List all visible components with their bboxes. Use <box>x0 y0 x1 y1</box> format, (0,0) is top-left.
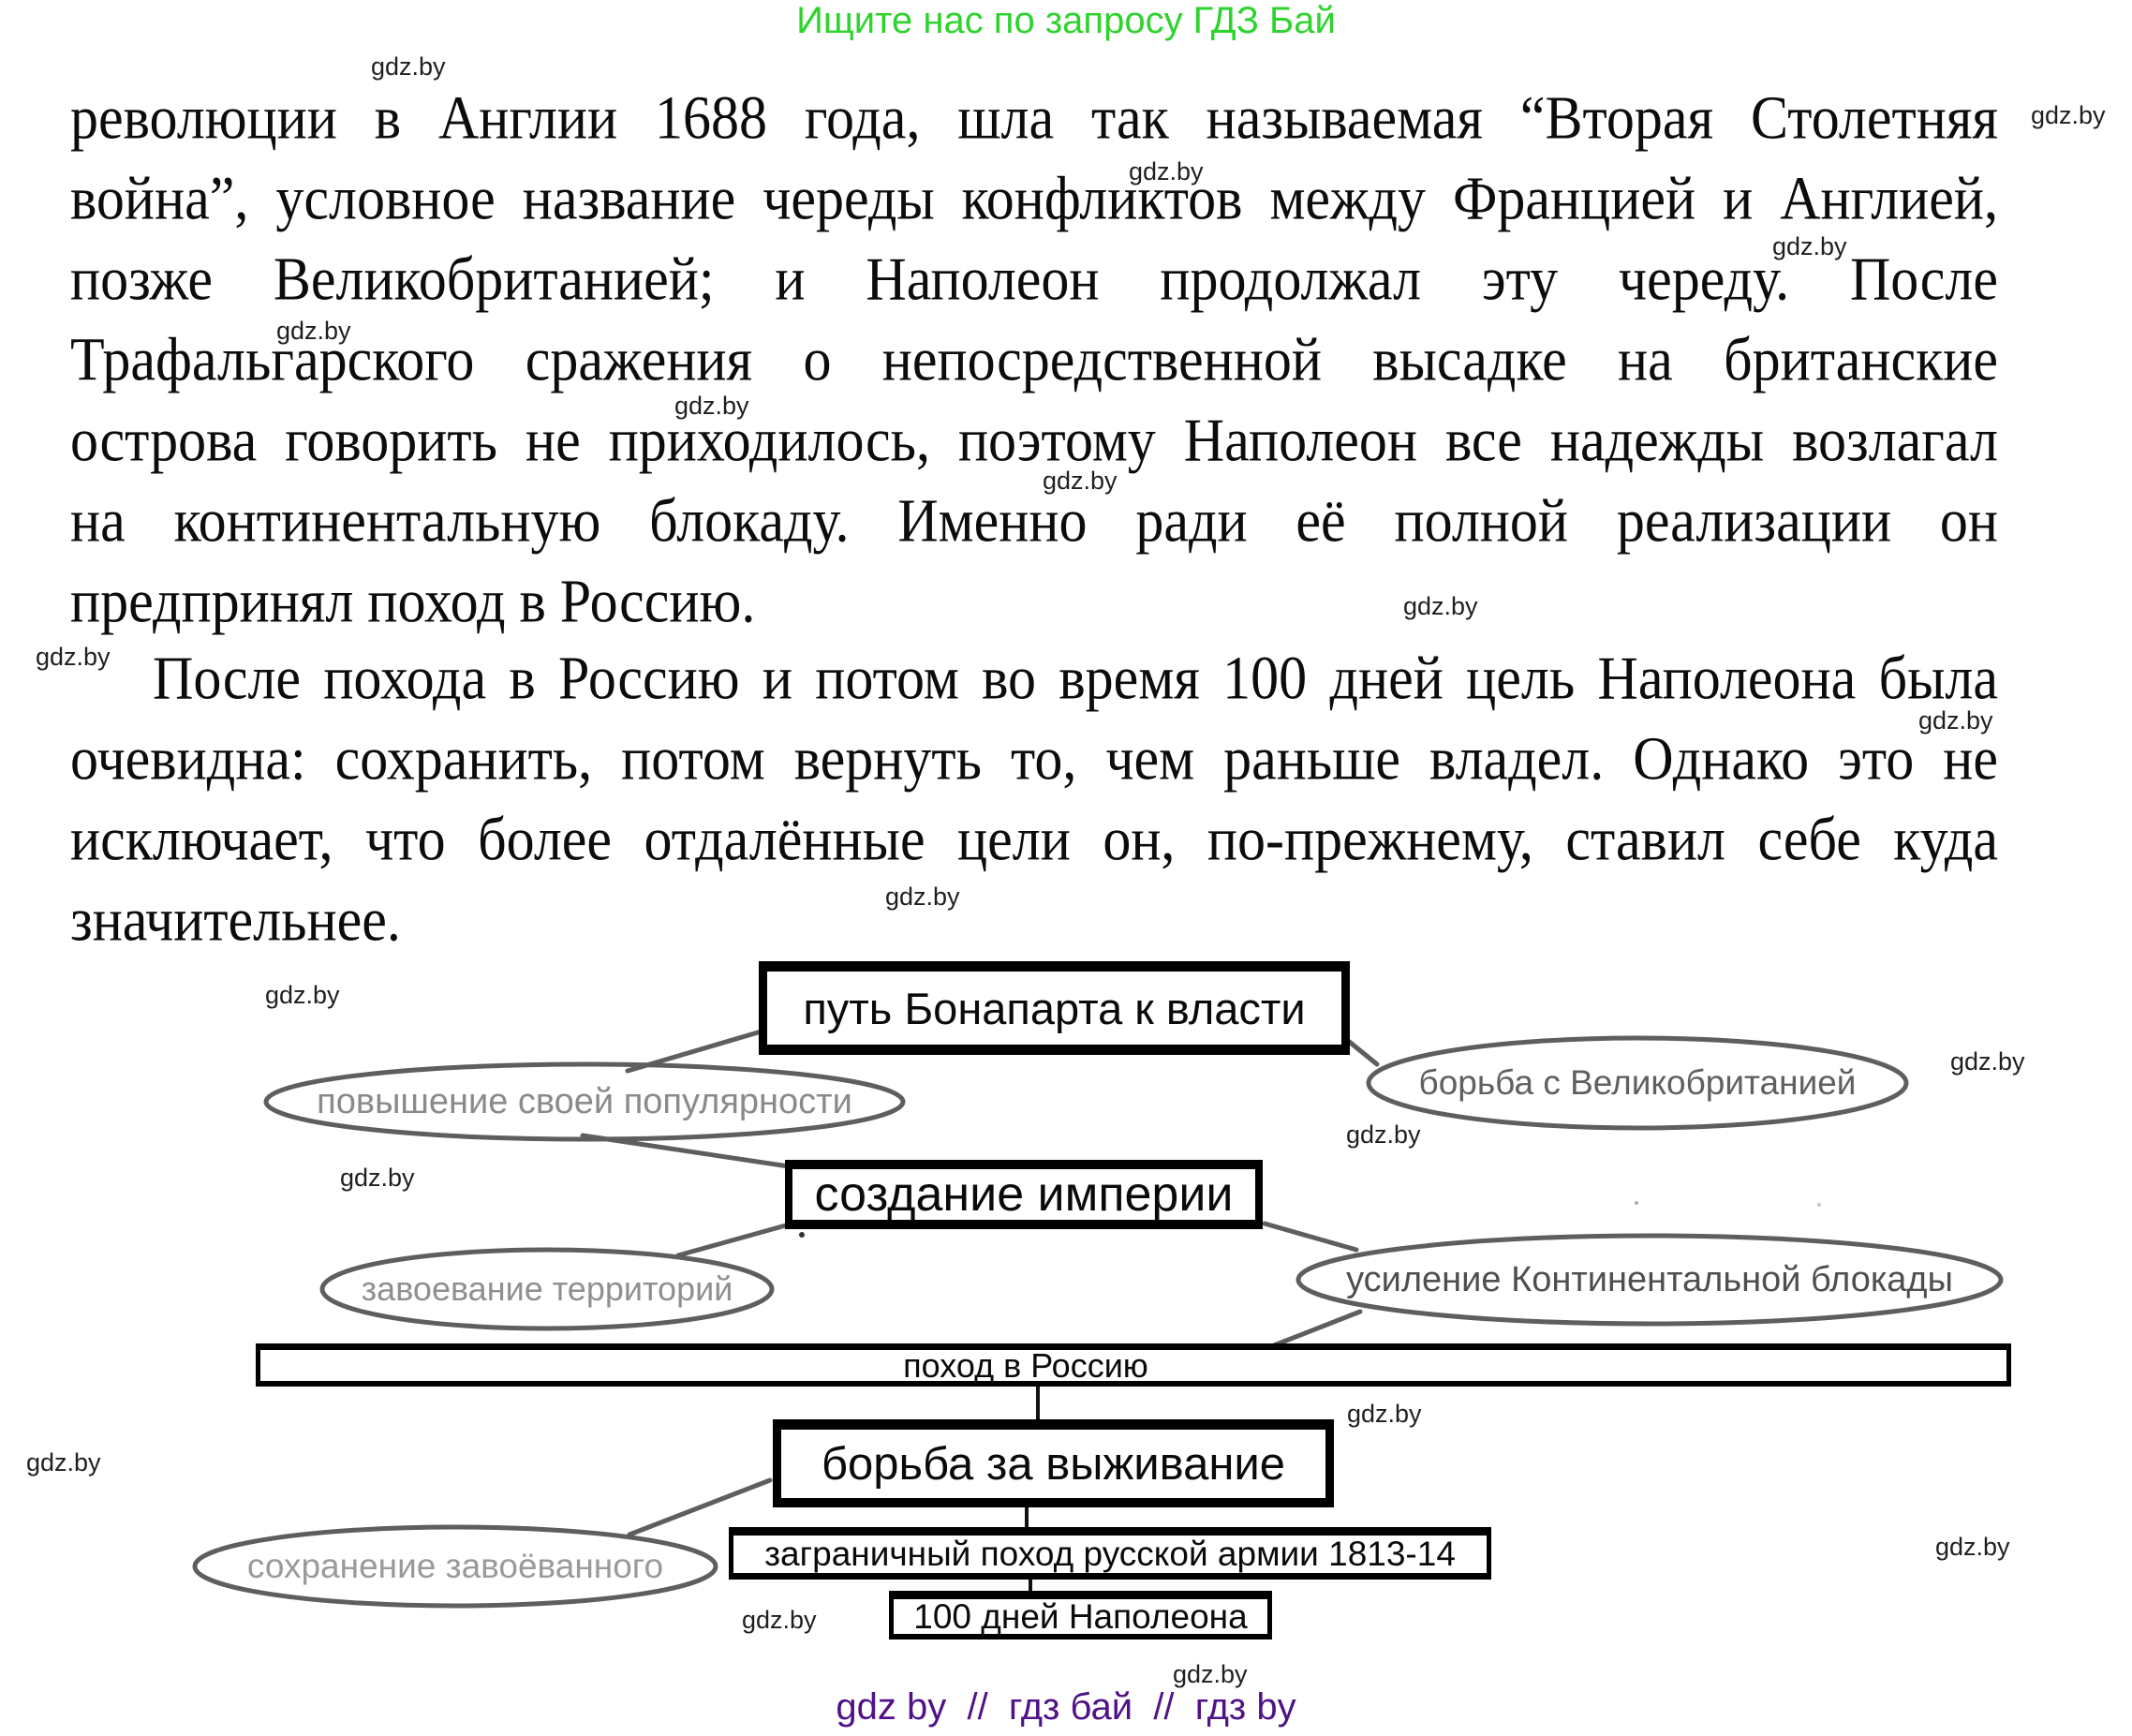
gdz-watermark: gdz.by <box>1173 1660 1248 1688</box>
connector-line <box>675 1221 795 1258</box>
stray-dot <box>1635 1201 1638 1205</box>
paragraph-line: война”, условное название череды конфлик… <box>70 164 1998 232</box>
gdz-watermark: gdz.by <box>1346 1120 1421 1149</box>
paragraph-line: на континентальную блокаду. Именно ради … <box>70 486 1998 555</box>
gdz-watermark: gdz.by <box>36 643 111 671</box>
ellipse-territory-shape <box>319 1247 775 1331</box>
gdz-watermark: gdz.by <box>1950 1047 2025 1076</box>
box-path-to-power: путь Бонапарта к власти <box>759 961 1350 1055</box>
gdz-watermark: gdz.by <box>26 1448 101 1476</box>
ellipse-britain-label: борьба с Великобританией <box>1418 1063 1857 1102</box>
connector-line <box>1262 1221 1359 1253</box>
gdz-watermark: gdz.by <box>885 883 960 911</box>
paragraph-line: Трафальгарского сражения о непосредствен… <box>70 325 1998 393</box>
gdz-watermark: gdz.by <box>674 392 749 420</box>
paragraph-line: значительнее. <box>70 885 401 954</box>
ellipse-blockade-label: усиление Континентальной блокады <box>1346 1259 1953 1299</box>
gdz-watermark: gdz.by <box>2031 101 2106 129</box>
connector-line <box>580 1133 792 1169</box>
paragraph-line: революции в Англии 1688 года, шла так на… <box>70 83 1998 152</box>
gdz-watermark: gdz.by <box>1043 467 1118 495</box>
box-foreign-march: заграничный поход русской армии 1813-14 <box>729 1527 1491 1580</box>
box-russia: поход в Россию <box>256 1343 2011 1387</box>
ellipse-popularity-shape <box>263 1061 906 1142</box>
gdz-watermark: gdz.by <box>371 52 446 81</box>
box-empire: создание империи <box>785 1160 1263 1229</box>
ellipse-popularity-label: повышение своей популярности <box>317 1081 852 1121</box>
paragraph-line: позже Великобританией; и Наполеон продол… <box>70 245 1998 313</box>
ellipse-preserve-shape <box>192 1524 718 1609</box>
paragraph-line: предпринял поход в Россию. <box>70 567 756 635</box>
gdz-watermark: gdz.by <box>1772 232 1847 260</box>
footer-tagline: gdz by // гдз бай // гдз by <box>836 1686 1296 1728</box>
connector-line <box>1344 1037 1380 1067</box>
box-100-days: 100 дней Наполеона <box>889 1591 1272 1640</box>
gdz-watermark: gdz.by <box>1918 706 1993 734</box>
promo-banner-text: Ищите нас по запросу ГДЗ Бай <box>796 0 1336 41</box>
stray-dot <box>1817 1203 1821 1207</box>
gdz-watermark: gdz.by <box>1403 592 1478 620</box>
paragraph-line: острова говорить не приходилось, поэтому… <box>70 406 1998 474</box>
gdz-watermark: gdz.by <box>265 981 340 1009</box>
connector-line <box>627 1477 773 1537</box>
paragraph-line: После похода в Россию и потом во время 1… <box>153 644 1998 712</box>
gdz-watermark: gdz.by <box>1347 1400 1422 1428</box>
box-survival: борьба за выживание <box>773 1419 1334 1507</box>
gdz-watermark: gdz.by <box>340 1164 415 1192</box>
gdz-watermark: gdz.by <box>742 1606 817 1634</box>
ellipse-britain-shape <box>1366 1035 1909 1131</box>
stray-dot <box>799 1232 805 1238</box>
ellipse-territory-label: завоевание территорий <box>361 1269 733 1308</box>
ellipse-blockade-shape <box>1295 1233 2004 1327</box>
connector-line <box>1271 1309 1363 1348</box>
paragraph-line: исключает, что более отдалённые цели он,… <box>70 805 1998 873</box>
paragraph-line: очевидна: сохранить, потом вернуть то, ч… <box>70 724 1998 793</box>
gdz-watermark: gdz.by <box>1129 157 1204 185</box>
ellipse-preserve-label: сохранение завоёванного <box>246 1547 664 1585</box>
connector-line <box>625 1028 767 1074</box>
gdz-watermark: gdz.by <box>276 317 351 345</box>
gdz-watermark: gdz.by <box>1935 1533 2010 1561</box>
